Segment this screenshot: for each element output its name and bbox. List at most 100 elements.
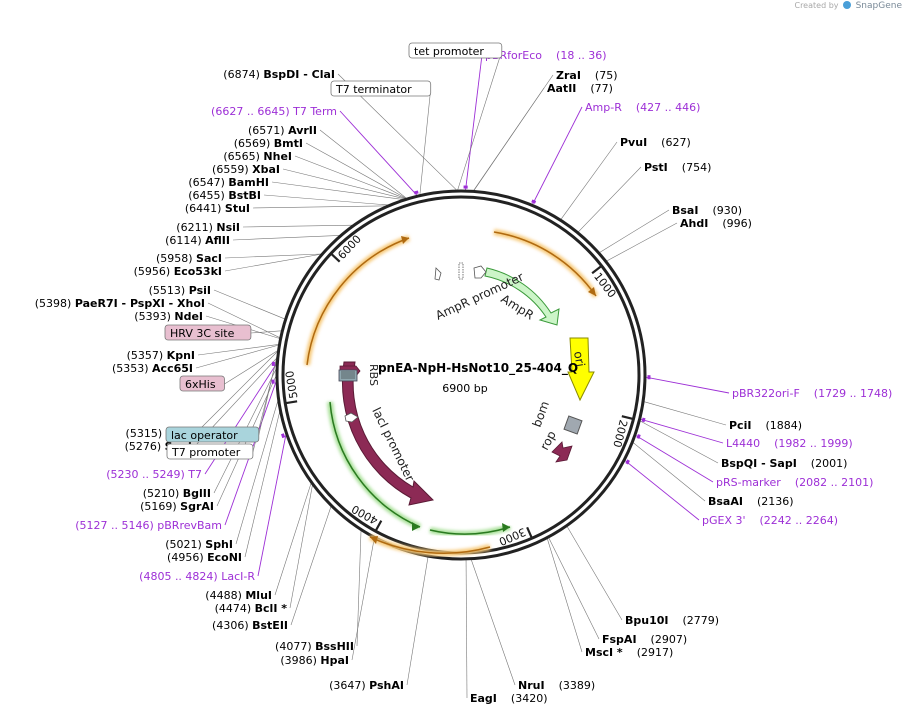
feature-box-label: T7 terminator [335, 83, 412, 96]
site-mlui: (4488) MluI [205, 589, 272, 602]
feature-box-label: HRV 3C site [170, 327, 235, 340]
snapgene-logo-icon [843, 1, 852, 9]
site-name: BsaI [672, 204, 698, 217]
site-pos: (4474) [215, 602, 255, 615]
site-name2: - ClaI [299, 68, 335, 81]
leader-psti [578, 166, 642, 233]
feature-leader-tetpromoter [457, 50, 503, 191]
primer-leader-t7term [339, 110, 418, 196]
leader-hpai [351, 538, 375, 661]
site-pos: (2779) [683, 614, 720, 627]
feature-box-t7promoter: T7 promoter [166, 443, 254, 460]
site-aatii: AatII(77) [547, 82, 613, 95]
backbone-outer-strand [275, 189, 647, 561]
primer-leader-lacir [257, 434, 287, 577]
leader-eagi [465, 559, 468, 699]
site-xbai: (6559) XbaI [212, 163, 280, 176]
site-pos: (4306) [212, 619, 252, 632]
primer-leader-pbrforeco [465, 54, 483, 191]
tick-mark-3000 [526, 526, 533, 538]
site-name: Eco53kI [174, 265, 222, 278]
site-eco53ki: (5956) Eco53kI [134, 265, 222, 278]
orf-arc-ampr-top-line [493, 231, 597, 297]
site-name: AvrII [288, 124, 317, 137]
rop-arrow [551, 441, 573, 463]
laci-promoter-arrow [344, 412, 359, 423]
site-pos: (4488) [205, 589, 245, 602]
rbs-label: RBS [367, 364, 380, 386]
site-bsshii: (4077) BssHII [275, 640, 354, 653]
site-pos: (5315) [126, 427, 166, 440]
primer-t7term: (6627 .. 6645) T7 Term [211, 105, 337, 118]
site-pos: (3986) [280, 654, 320, 667]
leader-pvui [560, 141, 618, 220]
primer-l4440: L4440(1982 .. 1999) [726, 437, 853, 450]
site-name: HpaI [320, 654, 349, 667]
site-bspqi: BspQI - SapI(2001) [721, 457, 847, 470]
primer-mark-prsmarker [636, 434, 641, 439]
site-name: BamHI [228, 176, 269, 189]
primer-name: L4440 [726, 437, 760, 450]
primer-name: pGEX 3' [702, 514, 746, 527]
leader-bspqi [640, 420, 719, 464]
tick-mark-2000 [621, 415, 633, 420]
leader-bpu10i [566, 526, 623, 621]
site-name: BstEII [252, 619, 288, 632]
primer-leader-ampr [532, 106, 583, 205]
site-pos: (5210) [143, 487, 183, 500]
site-pos: (6874) [223, 68, 263, 81]
ampr-arrow [484, 267, 560, 326]
site-name: AatII [547, 82, 576, 95]
site-pos: (3420) [511, 692, 548, 705]
leader-bamhi [271, 181, 403, 200]
site-name: FspAI [602, 633, 637, 646]
site-acc65i: (5353) Acc65I [112, 362, 193, 375]
leader-avrii [319, 129, 407, 199]
feature-box-bg [330, 80, 432, 97]
leader-pshai [406, 556, 429, 686]
site-pos: (5169) [140, 500, 180, 513]
site-pos: (5353) [112, 362, 152, 375]
orf-arc-6000-head [401, 236, 409, 244]
primer-range: (2082 .. 2101) [795, 476, 874, 489]
plasmid-name: pnEA-NpH-HsNot10_25-404_Q [378, 361, 578, 376]
site-name: PvuI [620, 136, 647, 149]
site-name: SgrAI [180, 500, 214, 513]
site-pos: (2907) [651, 633, 688, 646]
ampr-promoter-arrow [473, 265, 487, 279]
primer-pbrrevbam: (5127 .. 5146) pBRrevBam [75, 519, 222, 532]
site-bamhi: (6547) BamHI [188, 176, 269, 189]
tick-mark-1000 [591, 265, 602, 275]
site-name: BspDI [263, 68, 299, 81]
site-pos: (5021) [165, 538, 205, 551]
site-bsteii: (4306) BstEII [212, 619, 288, 632]
cassette-stripes [341, 371, 355, 379]
site-name: EcoNI [207, 551, 242, 564]
site-saci: (5958) SacI [156, 252, 222, 265]
site-bmti: (6569) BmtI [234, 137, 303, 150]
site-name: PstI [644, 161, 668, 174]
site-pos: (2136) [757, 495, 794, 508]
site-pos: (930) [712, 204, 742, 217]
site-pos: (6559) [212, 163, 252, 176]
site-name: Acc65I [152, 362, 193, 375]
site-pos: (6569) [234, 137, 274, 150]
site-pos: (5357) [127, 349, 167, 362]
site-name: BsaAI [708, 495, 743, 508]
feature-box-lacoperator: lac operator [165, 426, 260, 443]
feature-box-bg [164, 324, 252, 341]
site-name3: - XhoI [165, 297, 205, 310]
feature-box-6xhis: 6xHis [179, 375, 225, 392]
tet-promoter-mark [434, 267, 442, 281]
feature-box-bg [165, 426, 260, 443]
plasmid-size: 6900 bp [442, 382, 487, 395]
site-psti: PstI(754) [644, 161, 711, 174]
site-nrui: NruI(3389) [518, 679, 595, 692]
leader-kpni [197, 344, 279, 356]
site-pos: (6114) [165, 234, 205, 247]
site-name: PshAI [369, 679, 404, 692]
orf-arc-4000-line [369, 536, 491, 554]
leader-psii [213, 289, 285, 320]
site-name: SphI [205, 538, 233, 551]
feature-box-label: 6xHis [185, 378, 216, 391]
